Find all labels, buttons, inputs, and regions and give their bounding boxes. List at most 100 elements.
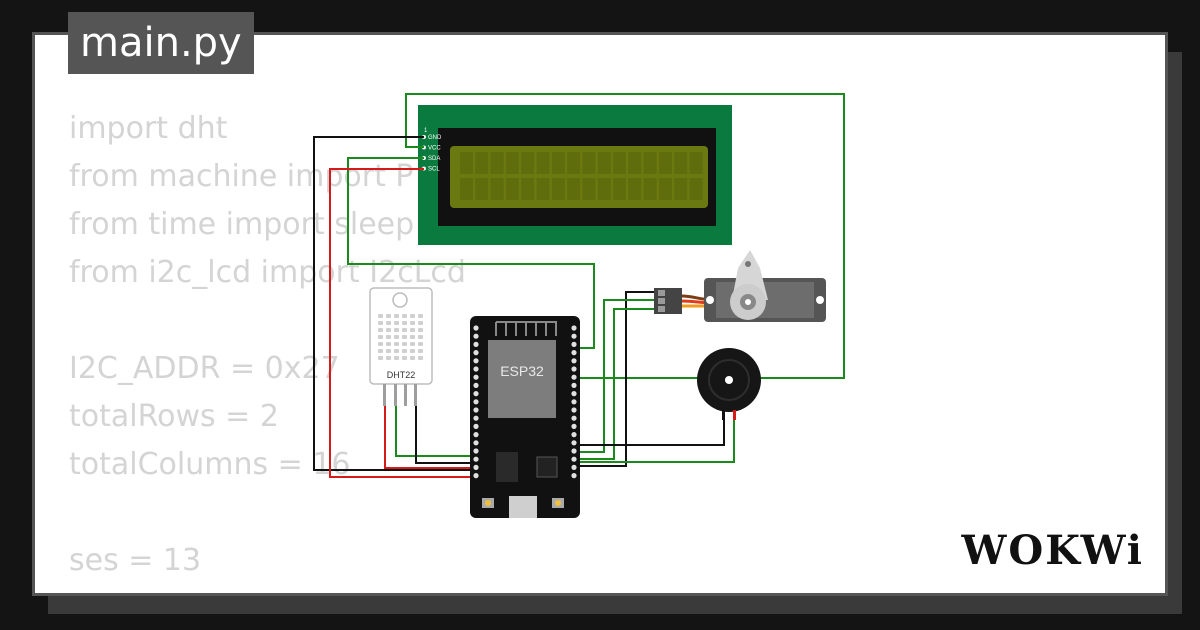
esp32-pin [473,448,479,454]
esp32-pin [473,374,479,380]
dht-vent [394,349,399,353]
dht-vent [378,356,383,360]
wokwi-logo[interactable]: WOKWi [961,527,1144,574]
esp32-pin [571,358,577,364]
esp32-pin [571,325,577,331]
dht-vent [402,328,407,332]
lcd-char-cell [505,152,519,174]
lcd-char-cell [475,152,489,174]
file-name-tab[interactable]: main.py [68,12,254,74]
esp32-pin [473,358,479,364]
dht-vent [402,314,407,318]
buzzer[interactable] [697,348,761,420]
dht-vent [410,321,415,325]
lcd-cells [460,152,703,200]
esp32-pin [473,341,479,347]
dht-vent [394,314,399,318]
lcd-char-cell [674,178,688,200]
usb-port [509,496,537,518]
dht-vent [418,349,423,353]
dht-vent [402,321,407,325]
dht-label: DHT22 [387,370,416,380]
dht-vent [410,335,415,339]
esp32-pin [473,407,479,413]
dht-vent [386,356,391,360]
esp32-pin [473,423,479,429]
wire-servo-signal [576,308,658,460]
wire-dht-gnd [415,405,476,464]
lcd-char-cell [689,152,703,174]
esp32-pin-rows [473,325,577,479]
esp32-chip [488,340,556,418]
code-line: from i2c_lcd import I2cLcd [69,255,466,290]
code-line: I2C_ADDR = 0x27 [69,351,340,386]
esp32-pin [473,456,479,462]
dht-vent [410,328,415,332]
lcd-pin-label: VCC [428,146,441,152]
code-line: DHT(Pin(15, Pin.OUT), freq=50) [69,585,685,593]
wire-lcd-gnd [313,136,476,471]
dht-vent [394,356,399,360]
dht-vent [410,342,415,346]
lcd-char-cell [597,152,611,174]
dht-vent [402,342,407,346]
lcd-char-cell [505,178,519,200]
wire-dht-data [395,405,476,457]
dht-vent [386,349,391,353]
esp32-pin [473,473,479,479]
esp32-pin [571,456,577,462]
lcd-char-cell [460,178,473,200]
dht-vent [402,356,407,360]
dht-vent [378,321,383,325]
esp32-pin [473,350,479,356]
antenna-trace [495,321,557,336]
code-line: import dht [69,111,228,146]
esp32-pin [571,432,577,438]
dht-vent [410,349,415,353]
lcd-char-cell [490,152,504,174]
lcd-char-cell [597,178,611,200]
wire-sda [347,157,595,349]
dht-vent [378,314,383,318]
dht-vent [378,335,383,339]
wire-dht-vcc [384,405,476,469]
esp32-pin [571,407,577,413]
dht-vent [386,335,391,339]
wire-buzzer-signal [576,412,735,463]
dht-vent [418,321,423,325]
esp32-pin [571,374,577,380]
dht-vent [394,321,399,325]
dht-vent [402,349,407,353]
dht-vent [418,342,423,346]
lcd-char-cell [567,178,581,200]
lcd-pin-label: SCL [428,167,440,173]
esp32-pin [571,341,577,347]
esp32-pin [571,464,577,470]
dht-vent [418,314,423,318]
esp32-pin [473,415,479,421]
esp32-pin [473,382,479,388]
dht-vent [418,335,423,339]
esp32-pin [473,464,479,470]
lcd-char-cell [536,178,550,200]
dht-vent [418,328,423,332]
esp32-pin [473,399,479,405]
lcd-char-cell [628,178,642,200]
lcd-char-cell [674,152,688,174]
dht22-sensor[interactable]: DHT22 [369,287,433,406]
esp32-board[interactable]: ESP32 [470,316,580,518]
servo-motor[interactable] [654,250,826,322]
lcd-char-cell [460,152,473,174]
lcd-pin-label: SDA [428,156,440,162]
dht-vent [386,321,391,325]
esp32-pin [473,440,479,446]
esp32-pin [571,448,577,454]
lcd-char-cell [521,178,535,200]
dht-vent [394,328,399,332]
lcd-char-cell [689,178,703,200]
dht-vent [386,342,391,346]
dht-vent [386,314,391,318]
esp32-pin [473,432,479,438]
